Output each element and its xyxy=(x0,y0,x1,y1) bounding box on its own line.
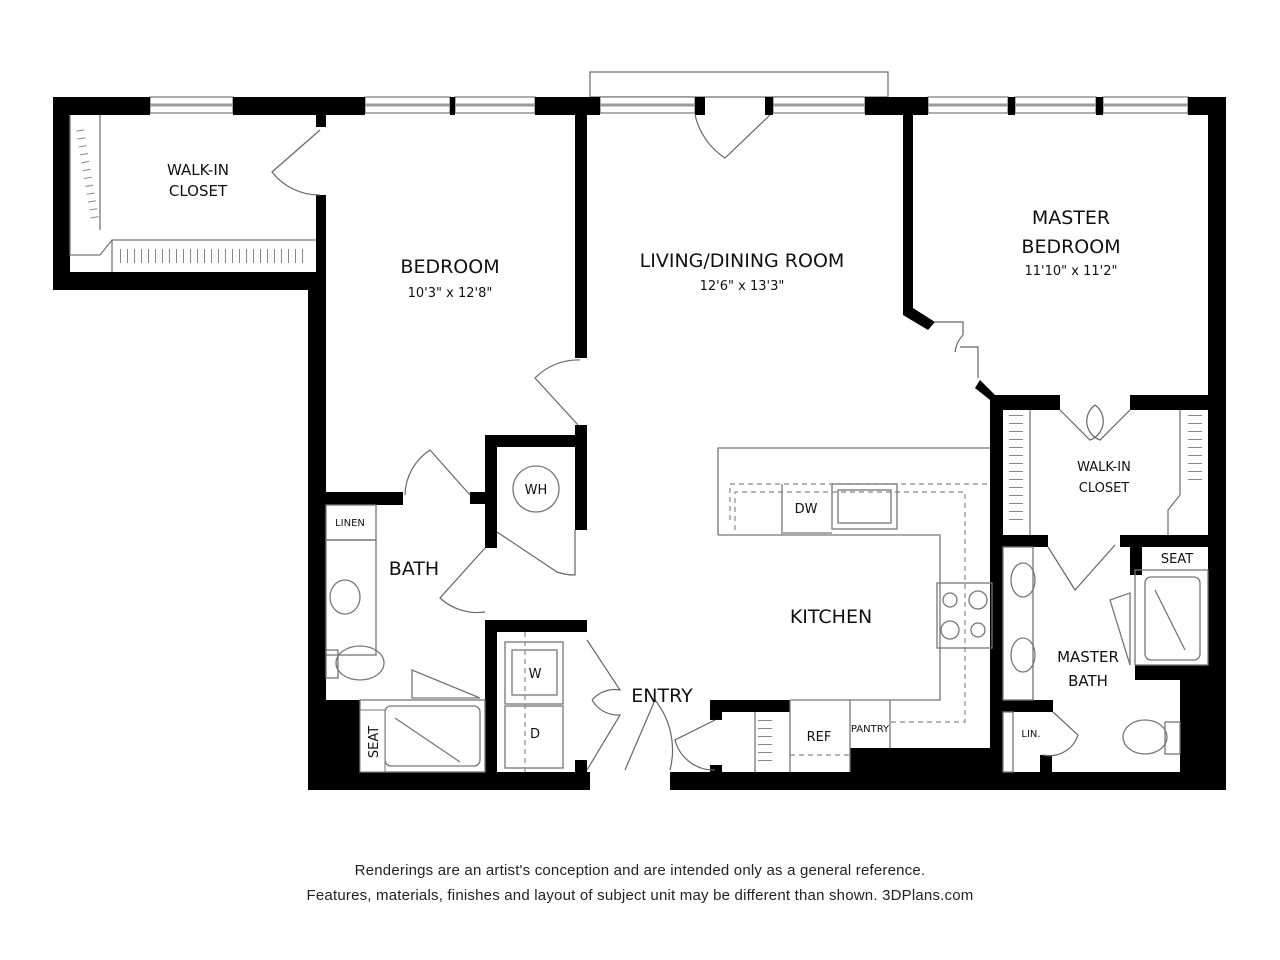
living-room-size: 12'6" x 13'3" xyxy=(700,279,785,294)
master-bedroom-size: 11'10" x 11'2" xyxy=(1025,264,1118,279)
master-bedroom-label-2: BEDROOM xyxy=(1021,236,1120,258)
bath-seat-label: SEAT xyxy=(367,726,382,758)
water-heater-label: WH xyxy=(525,483,548,498)
master-bedroom-label-1: MASTER xyxy=(1032,207,1110,229)
master-seat-label: SEAT xyxy=(1161,552,1193,567)
linen-label: LINEN xyxy=(335,518,365,529)
bedroom-size: 10'3" x 12'8" xyxy=(408,286,493,301)
living-room-label: LIVING/DINING ROOM xyxy=(640,250,845,272)
dryer-label: D xyxy=(530,727,540,742)
master-bath-label-2: BATH xyxy=(1068,672,1108,690)
balcony-outline xyxy=(589,71,889,98)
pantry-label: PANTRY xyxy=(851,724,890,735)
master-closet-label-1: WALK-IN xyxy=(1077,460,1131,475)
washer xyxy=(504,641,564,705)
dryer xyxy=(504,705,564,769)
walls xyxy=(53,97,1226,790)
cooktop xyxy=(936,582,993,649)
shower xyxy=(1134,569,1209,666)
washer-label: W xyxy=(529,667,542,682)
master-bath-label-1: MASTER xyxy=(1057,648,1119,666)
kitchen-counters xyxy=(717,447,993,772)
doors xyxy=(271,114,1131,771)
disclaimer-line-1: Renderings are an artist's conception an… xyxy=(354,862,926,879)
walk-in-closet-label-1: WALK-IN xyxy=(167,161,229,179)
fixtures xyxy=(325,465,1209,773)
linen-closet-label: LIN. xyxy=(1021,729,1040,740)
closet-shelving xyxy=(69,115,1202,772)
disclaimer-line-2: Features, materials, finishes and layout… xyxy=(306,887,974,904)
bathtub xyxy=(384,705,481,767)
sink xyxy=(831,483,898,530)
water-heater xyxy=(512,465,560,513)
entry-label: ENTRY xyxy=(631,685,693,707)
bedroom-label: BEDROOM xyxy=(400,256,499,278)
kitchen-label: KITCHEN xyxy=(790,606,872,628)
bath-label: BATH xyxy=(389,558,439,580)
master-closet-label-2: CLOSET xyxy=(1079,481,1130,496)
windows xyxy=(149,96,1189,114)
toilet xyxy=(335,645,385,681)
bath-seat xyxy=(359,709,386,773)
refrigerator-label: REF xyxy=(807,730,832,745)
dishwasher-label: DW xyxy=(795,502,818,517)
walk-in-closet-label-2: CLOSET xyxy=(169,182,228,200)
